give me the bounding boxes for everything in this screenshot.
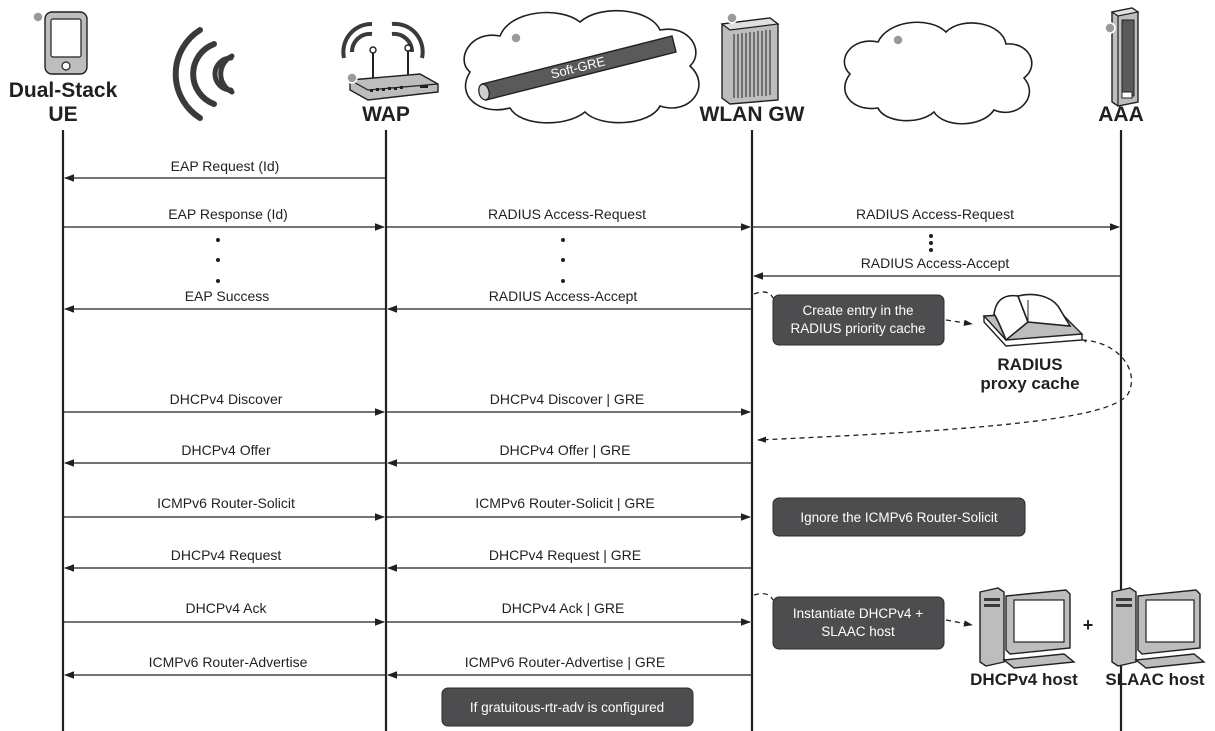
note-instantiate-host: Instantiate DHCPv4 + SLAAC host bbox=[772, 596, 945, 650]
message-router-solicit: ICMPv6 Router-Solicit bbox=[64, 495, 385, 521]
slaac-host-computer-icon bbox=[1111, 587, 1206, 669]
svg-text:DHCPv4 Request: DHCPv4 Request bbox=[171, 547, 282, 563]
ue-label-line2: UE bbox=[48, 103, 77, 126]
message-radius-access-request-wap: RADIUS Access-Request bbox=[387, 206, 751, 231]
svg-text:DHCPv4 Discover | GRE: DHCPv4 Discover | GRE bbox=[490, 391, 645, 407]
svg-text:ICMPv6 Router-Advertise | GRE: ICMPv6 Router-Advertise | GRE bbox=[465, 654, 665, 670]
slaac-host-label: SLAAC host bbox=[1105, 670, 1205, 689]
svg-text:DHCPv4 Ack | GRE: DHCPv4 Ack | GRE bbox=[502, 600, 625, 616]
message-dhcp-request: DHCPv4 Request bbox=[64, 547, 385, 572]
message-dhcp-discover-gre: DHCPv4 Discover | GRE bbox=[387, 391, 751, 416]
note-create-cache-entry: Create entry in the RADIUS priority cach… bbox=[772, 294, 945, 346]
message-dhcp-discover: DHCPv4 Discover bbox=[64, 391, 385, 416]
svg-text:EAP Success: EAP Success bbox=[185, 288, 270, 304]
message-radius-access-accept-aaa: RADIUS Access-Accept bbox=[753, 255, 1120, 280]
message-router-solicit-gre: ICMPv6 Router-Solicit | GRE bbox=[387, 495, 751, 521]
dhcpv4-host-label: DHCPv4 host bbox=[970, 670, 1078, 689]
svg-text:DHCPv4 Offer: DHCPv4 Offer bbox=[181, 442, 271, 458]
radius-cache-label-line2: proxy cache bbox=[980, 374, 1079, 393]
message-radius-access-accept-gw: RADIUS Access-Accept bbox=[387, 288, 751, 313]
aaa-server-icon bbox=[1104, 7, 1140, 107]
svg-text:SLAAC host: SLAAC host bbox=[821, 624, 895, 639]
svg-text:RADIUS Access-Accept: RADIUS Access-Accept bbox=[489, 288, 638, 304]
svg-text:ICMPv6 Router-Solicit | GRE: ICMPv6 Router-Solicit | GRE bbox=[475, 495, 654, 511]
note-ignore-router-solicit: Ignore the ICMPv6 Router-Solicit bbox=[772, 497, 1026, 537]
message-dhcp-ack-gre: DHCPv4 Ack | GRE bbox=[387, 600, 751, 626]
book-icon bbox=[982, 293, 1084, 347]
svg-text:RADIUS priority cache: RADIUS priority cache bbox=[790, 321, 925, 336]
message-eap-response: EAP Response (Id) bbox=[64, 206, 385, 231]
svg-text:DHCPv4 Discover: DHCPv4 Discover bbox=[170, 391, 283, 407]
gateway-chassis-icon bbox=[720, 12, 780, 105]
message-eap-request: EAP Request (Id) bbox=[64, 158, 385, 182]
svg-text:If gratuitous-rtr-adv is confi: If gratuitous-rtr-adv is configured bbox=[470, 700, 664, 715]
svg-text:EAP Request (Id): EAP Request (Id) bbox=[171, 158, 280, 174]
ue-label-line1: Dual-Stack bbox=[9, 79, 118, 102]
svg-text:DHCPv4 Ack: DHCPv4 Ack bbox=[186, 600, 268, 616]
svg-text:Ignore the ICMPv6 Router-Solic: Ignore the ICMPv6 Router-Solicit bbox=[800, 510, 998, 525]
svg-text:RADIUS Access-Request: RADIUS Access-Request bbox=[488, 206, 646, 222]
message-router-advertise-gre: ICMPv6 Router-Advertise | GRE bbox=[387, 654, 751, 679]
message-dhcp-offer: DHCPv4 Offer bbox=[64, 442, 385, 467]
radius-cache-label-line1: RADIUS bbox=[997, 355, 1062, 374]
svg-text:RADIUS Access-Request: RADIUS Access-Request bbox=[856, 206, 1014, 222]
svg-text:Create entry in the: Create entry in the bbox=[802, 303, 913, 318]
svg-text:Instantiate DHCPv4 +: Instantiate DHCPv4 + bbox=[793, 606, 923, 621]
svg-text:EAP Response (Id): EAP Response (Id) bbox=[168, 206, 288, 222]
message-radius-access-request-gw: RADIUS Access-Request bbox=[753, 206, 1120, 231]
aaa-label: AAA bbox=[1098, 103, 1144, 126]
svg-text:DHCPv4 Request | GRE: DHCPv4 Request | GRE bbox=[489, 547, 641, 563]
message-dhcp-request-gre: DHCPv4 Request | GRE bbox=[387, 547, 751, 572]
wireless-signal-icon bbox=[172, 27, 235, 121]
svg-text:ICMPv6 Router-Advertise: ICMPv6 Router-Advertise bbox=[149, 654, 308, 670]
access-point-icon bbox=[341, 21, 439, 101]
message-eap-success: EAP Success bbox=[64, 288, 385, 313]
message-dhcp-offer-gre: DHCPv4 Offer | GRE bbox=[387, 442, 751, 467]
dhcpv4-host-computer-icon bbox=[979, 587, 1076, 669]
plus-sign: + bbox=[1083, 615, 1094, 635]
svg-text:ICMPv6 Router-Solicit: ICMPv6 Router-Solicit bbox=[157, 495, 295, 511]
message-router-advertise: ICMPv6 Router-Advertise bbox=[64, 654, 385, 679]
wap-label: WAP bbox=[362, 103, 410, 126]
wlan-gw-label: WLAN GW bbox=[700, 103, 805, 126]
svg-text:RADIUS Access-Accept: RADIUS Access-Accept bbox=[861, 255, 1010, 271]
smartphone-icon bbox=[32, 11, 88, 75]
svg-text:DHCPv4 Offer | GRE: DHCPv4 Offer | GRE bbox=[500, 442, 631, 458]
core-network-cloud-icon bbox=[843, 21, 1033, 125]
message-dhcp-ack: DHCPv4 Ack bbox=[64, 600, 385, 626]
continuation-dots bbox=[216, 234, 933, 283]
note-gratuitous-rtr-adv: If gratuitous-rtr-adv is configured bbox=[441, 687, 694, 727]
soft-gre-tunnel: Soft-GRE bbox=[478, 35, 677, 101]
dashed-flow-arrows bbox=[753, 291, 1133, 627]
